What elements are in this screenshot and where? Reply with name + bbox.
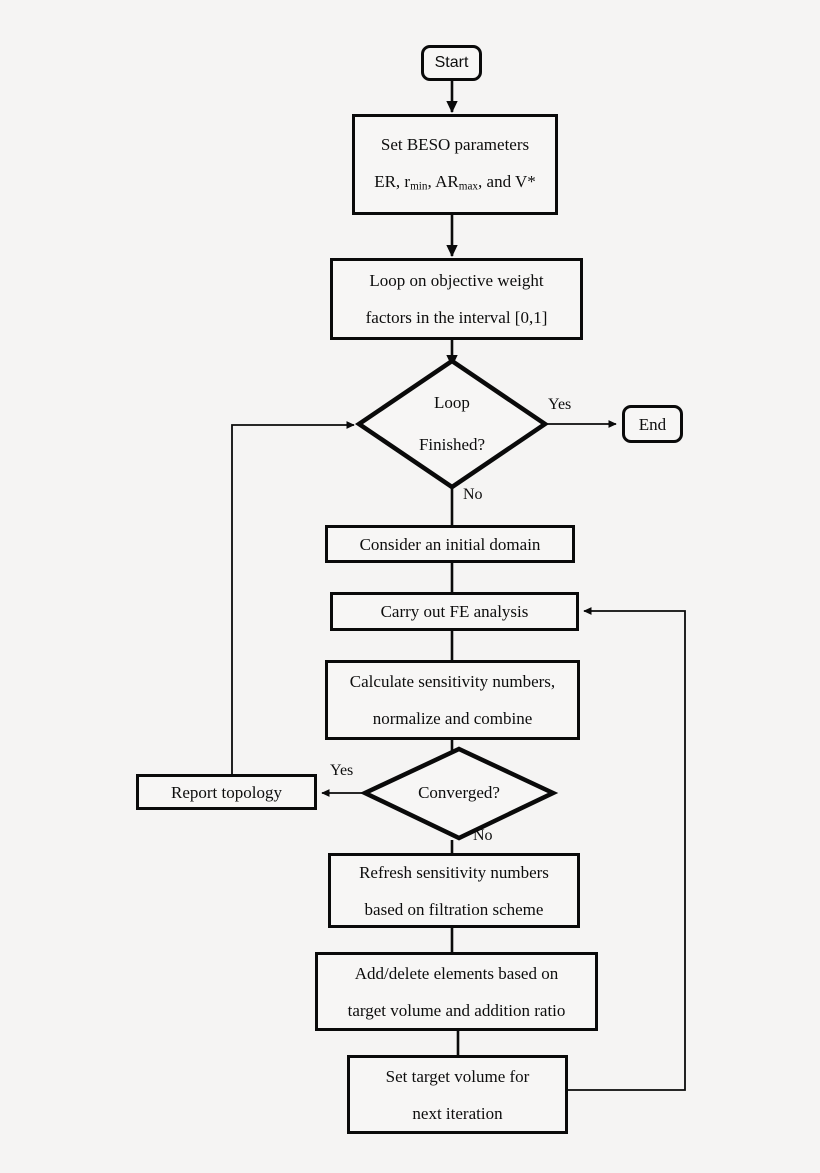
node-set-target-volume-line1: Set target volume for — [385, 1066, 530, 1086]
node-report-topology-line1: Report topology — [171, 782, 282, 802]
node-calc-sensitivity-line1: Calculate sensitivity numbers, — [349, 672, 556, 691]
node-set-beso-parameters-line1: Set BESO parameters — [380, 135, 530, 155]
node-loop-weights-line1: Loop on objective weight — [369, 271, 544, 290]
node-set-beso-parameters[interactable]: Set BESO parameters ER, rmin, ARmax, and… — [352, 114, 558, 215]
node-fe-analysis-line1: Carry out FE analysis — [380, 602, 529, 621]
edge-label-loop-finished-yes: Yes — [548, 396, 572, 413]
decision-loop-finished-shape[interactable] — [354, 358, 550, 490]
node-calculate-sensitivity-numbers[interactable]: Calculate sensitivity numbers, normalize… — [325, 660, 580, 740]
node-set-target-volume[interactable]: Set target volume for next iteration — [347, 1055, 568, 1134]
node-start[interactable]: Start — [421, 45, 482, 81]
node-refresh-line2: based on filtration scheme — [364, 899, 544, 919]
node-initial-domain-line1: Consider an initial domain — [359, 534, 541, 554]
node-start-label: Start — [434, 54, 469, 71]
node-consider-initial-domain[interactable]: Consider an initial domain — [325, 525, 575, 563]
edge-label-converged-no: No — [473, 827, 493, 844]
edge-feedback-settarget-to-feanalysis — [567, 607, 686, 1091]
node-end-label: End — [638, 414, 667, 434]
node-carry-out-fe-analysis[interactable]: Carry out FE analysis — [330, 592, 579, 631]
node-loop-weights-line2: factors in the interval [0,1] — [365, 308, 548, 327]
node-add-delete-line1: Add/delete elements based on — [354, 963, 559, 983]
edge-feedback-reporttopology-to-loopfinished — [231, 421, 355, 774]
node-end[interactable]: End — [622, 405, 683, 443]
node-refresh-sensitivity-numbers[interactable]: Refresh sensitivity numbers based on fil… — [328, 853, 580, 928]
node-set-beso-parameters-line2: ER, rmin, ARmax, and V* — [374, 172, 536, 193]
node-calc-sensitivity-line2: normalize and combine — [372, 709, 533, 728]
edge-label-loop-finished-no: No — [463, 486, 483, 503]
node-set-target-volume-line2: next iteration — [412, 1103, 503, 1123]
decision-converged-shape[interactable] — [359, 746, 559, 841]
node-add-delete-line2: target volume and addition ratio — [347, 1000, 566, 1020]
node-report-topology[interactable]: Report topology — [136, 774, 317, 810]
node-add-delete-elements[interactable]: Add/delete elements based on target volu… — [315, 952, 598, 1031]
node-loop-on-objective-weight[interactable]: Loop on objective weight factors in the … — [330, 258, 583, 340]
node-refresh-line1: Refresh sensitivity numbers — [359, 862, 549, 882]
edge-label-converged-yes: Yes — [330, 762, 354, 779]
